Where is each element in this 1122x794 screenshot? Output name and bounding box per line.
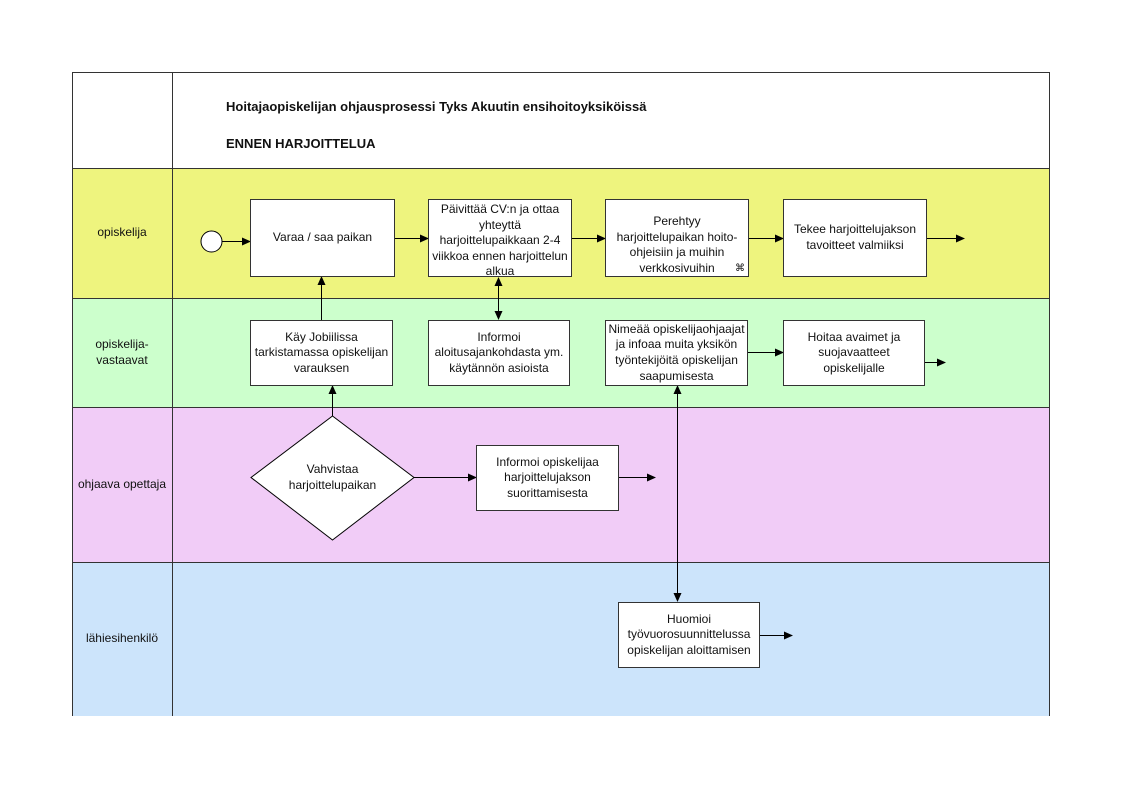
node-perehtyy-text: Perehtyy harjoittelupaikan hoito-ohjeisi… [616,214,738,275]
node-nimeaa[interactable]: Nimeää opiskelijaohjaajat ja infoaa muit… [605,320,748,386]
node-tekee[interactable]: Tekee harjoittelujakson tavoitteet valmi… [783,199,927,277]
node-perehtyy[interactable]: Perehtyy harjoittelupaikan hoito-ohjeisi… [605,199,749,277]
node-vahvistaa[interactable]: Vahvistaa harjoittelupaikan [272,460,393,496]
diagram-title: Hoitajaopiskelijan ohjausprosessi Tyks A… [226,99,647,114]
node-nimeaa-text: Nimeää opiskelijaohjaajat ja infoaa muit… [608,321,745,383]
node-hoitaa-text: Hoitaa avaimet ja suojavaatteet opiskeli… [807,329,901,375]
node-huomioi[interactable]: Huomioi työvuorosuunnittelussa opiskelij… [618,602,760,668]
node-informoi-opiskelijaa-text: Informoi opiskelijaa harjoittelujakson s… [496,454,599,500]
node-paivittaa[interactable]: Päivittää CV:n ja ottaa yhteyttä harjoit… [428,199,572,279]
node-informoi-opiskelijaa[interactable]: Informoi opiskelijaa harjoittelujakson s… [476,445,619,511]
lane-label-ohjaava-opettaja: ohjaava opettaja [77,476,167,491]
lane-header [72,72,1049,168]
node-huomioi-text: Huomioi työvuorosuunnittelussa opiskelij… [627,611,751,657]
decision-diamond [250,415,415,541]
lane-label-opiskelija: opiskelija [97,225,147,240]
node-kay-text: Käy Jobiilissa tarkistamassa opiskelijan… [254,329,389,375]
lane-label-lahiesihenkilo: lähiesihenkilö [85,631,159,646]
node-varaa[interactable]: Varaa / saa paikan [250,199,395,277]
node-kay[interactable]: Käy Jobiilissa tarkistamassa opiskelijan… [250,320,393,386]
node-paivittaa-text: Päivittää CV:n ja ottaa yhteyttä harjoit… [432,202,568,279]
node-hoitaa[interactable]: Hoitaa avaimet ja suojavaatteet opiskeli… [783,320,925,386]
node-varaa-text: Varaa / saa paikan [272,230,373,245]
diagram-subtitle: ENNEN HARJOITTELUA [226,136,376,151]
link-icon: ⌘ [735,263,745,274]
node-tekee-text: Tekee harjoittelujakson tavoitteet valmi… [793,222,917,252]
node-informoi-aloitus-text: Informoi aloitusajankohdasta ym. käytänn… [434,329,564,375]
start-event [200,230,223,253]
node-vahvistaa-text: Vahvistaa harjoittelupaikan [288,462,377,492]
lane-lahiesihenkilo [72,562,1049,716]
lane-label-opiskelija-vastaavat: opiskelija- vastaavat [95,336,149,367]
node-informoi-aloitus[interactable]: Informoi aloitusajankohdasta ym. käytänn… [428,320,570,386]
